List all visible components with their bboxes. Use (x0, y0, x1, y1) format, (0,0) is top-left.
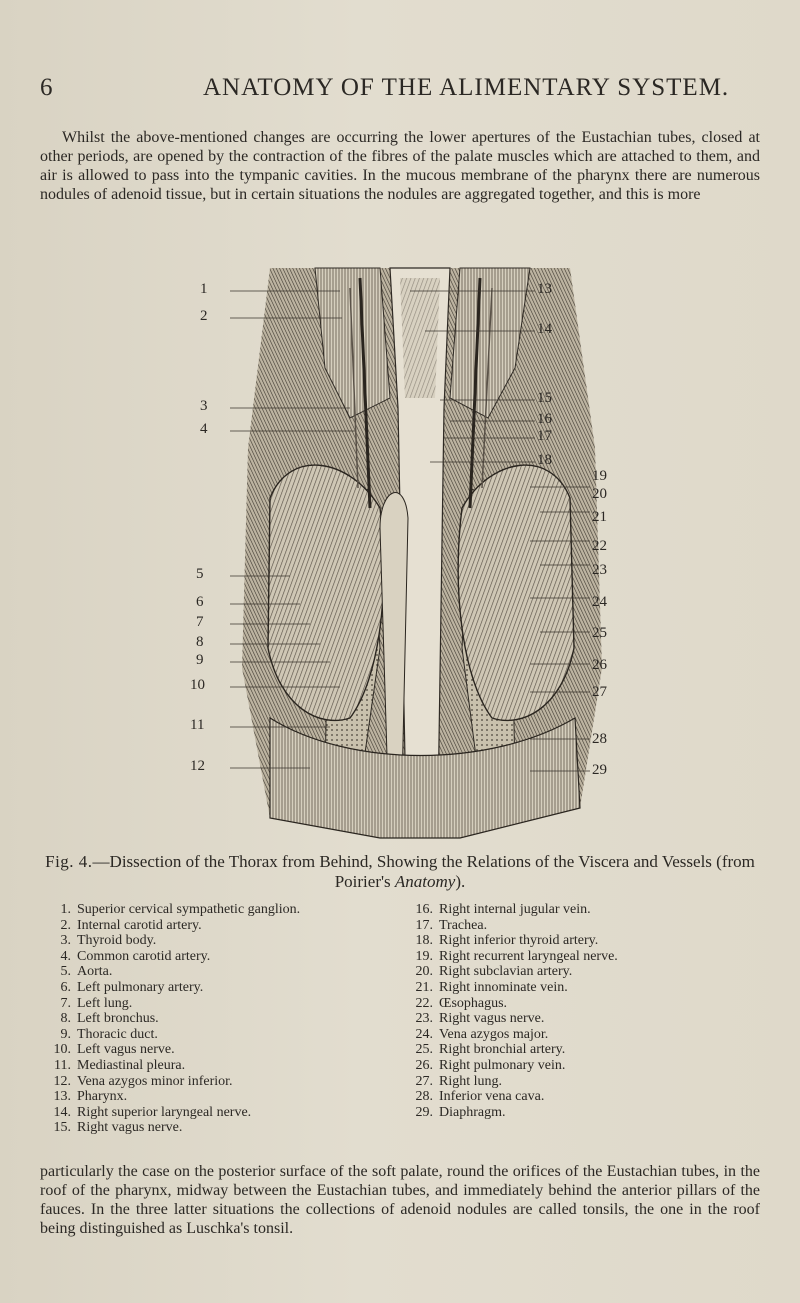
figure-number: Fig. 4. (45, 852, 93, 871)
label-leader-lines (230, 290, 590, 772)
fig-label-left: 9 (196, 652, 204, 668)
body-paragraph-top: Whilst the above-mentioned changes are o… (40, 129, 760, 203)
caption-text: —Dissection of the Thorax from Behind, S… (92, 852, 755, 891)
legend-item: 2.Internal carotid artery. (60, 917, 202, 933)
legend-item: 13.Pharynx. (53, 1089, 128, 1105)
legend-left-column: 1.Superior cervical sympathetic ganglion… (44, 902, 374, 1136)
legend-right-column: 16.Right internal jugular vein. 17.Trach… (406, 902, 766, 1120)
legend-item: 24.Vena azygos major. (415, 1026, 549, 1042)
diaphragm (269, 716, 581, 839)
fig-label-left: 1 (200, 281, 208, 297)
legend-item: 3.Thyroid body. (60, 933, 157, 949)
running-title: ANATOMY OF THE ALIMENTARY SYSTEM. (203, 74, 730, 101)
legend-item: 12.Vena azygos minor inferior. (53, 1073, 233, 1089)
legend-item: 28.Inferior vena cava. (415, 1089, 545, 1105)
legend-item: 23.Right vagus nerve. (415, 1011, 545, 1027)
fig-label-left: 10 (190, 677, 205, 693)
legend-item: 16.Right internal jugular vein. (415, 902, 591, 917)
legend-item: 27.Right lung. (415, 1073, 503, 1089)
legend-item: 20.Right subclavian artery. (415, 964, 573, 980)
legend-item: 5.Aorta. (60, 964, 113, 980)
fig-label-left: 8 (196, 634, 204, 650)
pharynx (400, 278, 440, 398)
legend-item: 26.Right pulmonary vein. (415, 1057, 566, 1073)
legend-item: 11.Mediastinal pleura. (54, 1057, 186, 1073)
figure-caption: Fig. 4.—Dissection of the Thorax from Be… (40, 852, 760, 892)
legend-item: 15.Right vagus nerve. (53, 1120, 183, 1136)
fig-label-left: 6 (196, 594, 204, 610)
legend-item: 6.Left pulmonary artery. (60, 979, 204, 995)
legend-item: 1.Superior cervical sympathetic ganglion… (60, 902, 301, 917)
left-carotid-artery (358, 277, 372, 509)
fig-label-left: 4 (200, 421, 208, 437)
fig-label-left: 11 (190, 717, 205, 733)
legend-item: 7.Left lung. (60, 995, 133, 1011)
legend-item: 19.Right recurrent laryngeal nerve. (415, 948, 618, 964)
fig-label-left: 7 (196, 614, 204, 630)
legend-item: 25.Right bronchial artery. (415, 1042, 566, 1058)
caption-source: Anatomy (394, 872, 456, 891)
legend-item: 9.Thoracic duct. (60, 1026, 158, 1042)
fig-label-left: 2 (200, 308, 208, 324)
page-number: 6 (40, 74, 53, 101)
body-paragraph-bottom: particularly the case on the posterior s… (40, 1163, 760, 1237)
legend-item: 4.Common carotid artery. (60, 948, 211, 964)
fig-label-left: 5 (196, 566, 204, 582)
legend-item: 29.Diaphragm. (415, 1104, 506, 1120)
caption-end: ). (455, 872, 466, 891)
page-header: 6 ANATOMY OF THE ALIMENTARY SYSTEM. (40, 74, 760, 110)
aorta (379, 492, 409, 789)
right-jugular-vein (468, 277, 482, 509)
right-vagus-nerve (481, 287, 493, 489)
legend-item: 18.Right inferior thyroid artery. (415, 933, 599, 949)
legend-item: 14.Right superior laryngeal nerve. (53, 1104, 252, 1120)
left-lung (267, 464, 385, 722)
left-vagus-nerve (349, 287, 359, 489)
legend-item: 17.Trachea. (415, 917, 488, 933)
legend-item: 21.Right innominate vein. (415, 979, 568, 995)
legend-item: 8.Left bronchus. (60, 1011, 159, 1027)
fig-label-left: 12 (190, 758, 205, 774)
anatomical-illustration (230, 248, 610, 846)
fig-label-left: 3 (200, 398, 208, 414)
legend-item: 10.Left vagus nerve. (53, 1042, 175, 1058)
legend-item: 22.Œsophagus. (415, 995, 508, 1011)
right-lung (457, 464, 575, 722)
